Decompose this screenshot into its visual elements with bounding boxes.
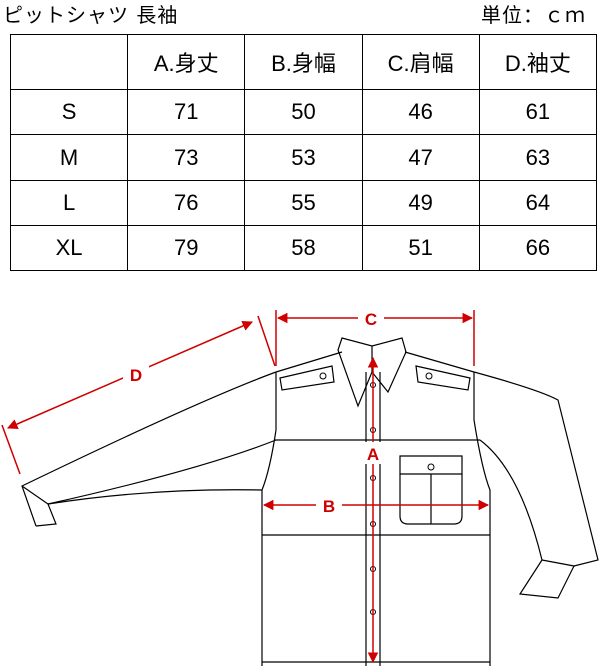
header-length: A.身丈 [127, 33, 246, 91]
header-width: B.身幅 [244, 33, 363, 91]
size-cell: XL [9, 224, 129, 272]
shirt-diagram: A B C D [1, 308, 599, 666]
value-cell: 76 [127, 179, 246, 226]
dimension-d-guide [257, 315, 276, 367]
table-row: S 71 50 46 61 [9, 89, 598, 136]
label-d-bg [123, 364, 149, 386]
header-shoulder: C.肩幅 [361, 33, 480, 91]
header-sleeve: D.袖丈 [478, 33, 598, 91]
button [425, 372, 433, 380]
value-cell: 71 [127, 89, 246, 136]
table-row: XL 79 58 51 66 [9, 224, 598, 272]
size-cell: M [9, 134, 129, 181]
value-cell: 64 [478, 179, 598, 226]
dimension-d-guide [1, 424, 21, 475]
shirt-outline [21, 337, 599, 666]
size-cell: L [9, 179, 129, 226]
label-c: C [365, 310, 377, 329]
label-d: D [130, 366, 142, 385]
label-b: B [323, 497, 335, 516]
dimension-lines [1, 310, 490, 664]
label-c-bg [358, 308, 384, 330]
table-row: L 76 55 49 64 [9, 179, 598, 226]
value-cell: 49 [361, 179, 480, 226]
value-cell: 61 [478, 89, 598, 136]
table-header-row: A.身丈 B.身幅 C.肩幅 D.袖丈 [9, 33, 598, 91]
label-b-bg [316, 494, 342, 516]
value-cell: 53 [244, 134, 363, 181]
value-cell: 46 [361, 89, 480, 136]
button [319, 372, 327, 380]
label-a: A [367, 445, 379, 464]
value-cell: 50 [244, 89, 363, 136]
label-a-bg [360, 442, 386, 464]
value-cell: 47 [361, 134, 480, 181]
value-cell: 66 [478, 224, 598, 272]
value-cell: 79 [127, 224, 246, 272]
table-row: M 73 53 47 63 [9, 134, 598, 181]
unit-label: 単位：ｃｍ [481, 3, 586, 27]
value-cell: 51 [361, 224, 480, 272]
page-title: ピットシャツ 長袖 [3, 3, 179, 27]
value-cell: 58 [244, 224, 363, 272]
value-cell: 55 [244, 179, 363, 226]
size-cell: S [9, 89, 129, 136]
size-table: A.身丈 B.身幅 C.肩幅 D.袖丈 S 71 50 46 61 M 73 5… [9, 33, 598, 272]
value-cell: 73 [127, 134, 246, 181]
table-corner-cell [9, 33, 129, 91]
button [427, 463, 435, 471]
buttons [319, 372, 435, 615]
value-cell: 63 [478, 134, 598, 181]
